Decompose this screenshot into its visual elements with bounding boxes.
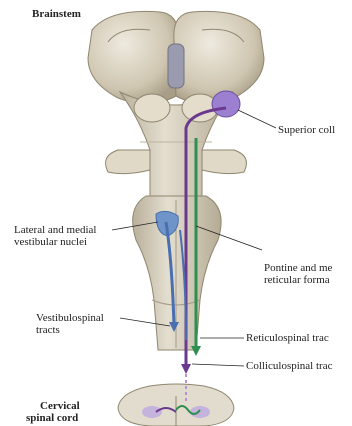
superior-colliculus-marker (212, 91, 240, 117)
vestibular-nuclei-label-line1: Lateral and medial (14, 224, 96, 236)
page-title: Brainstem (32, 8, 81, 20)
cervical-label-line1: Cervical (40, 400, 80, 412)
spinal-cord-section (118, 384, 234, 426)
pontine-label-line1: Pontine and me (264, 262, 332, 274)
vestibular-nuclei-label-line2: vestibular nuclei (14, 236, 87, 248)
vestibulospinal-label-line2: tracts (36, 324, 60, 336)
cervical-label-line2: spinal cord (26, 412, 78, 424)
reticulospinal-label: Reticulospinal trac (246, 332, 329, 344)
colliculospinal-label: Colliculospinal trac (246, 360, 332, 372)
superior-colliculus-label: Superior coll (278, 124, 335, 136)
pontine-label-line2: reticular forma (264, 274, 330, 286)
thalamus-hemispheres (88, 11, 264, 103)
vestibulospinal-label-line1: Vestibulospinal (36, 312, 104, 324)
